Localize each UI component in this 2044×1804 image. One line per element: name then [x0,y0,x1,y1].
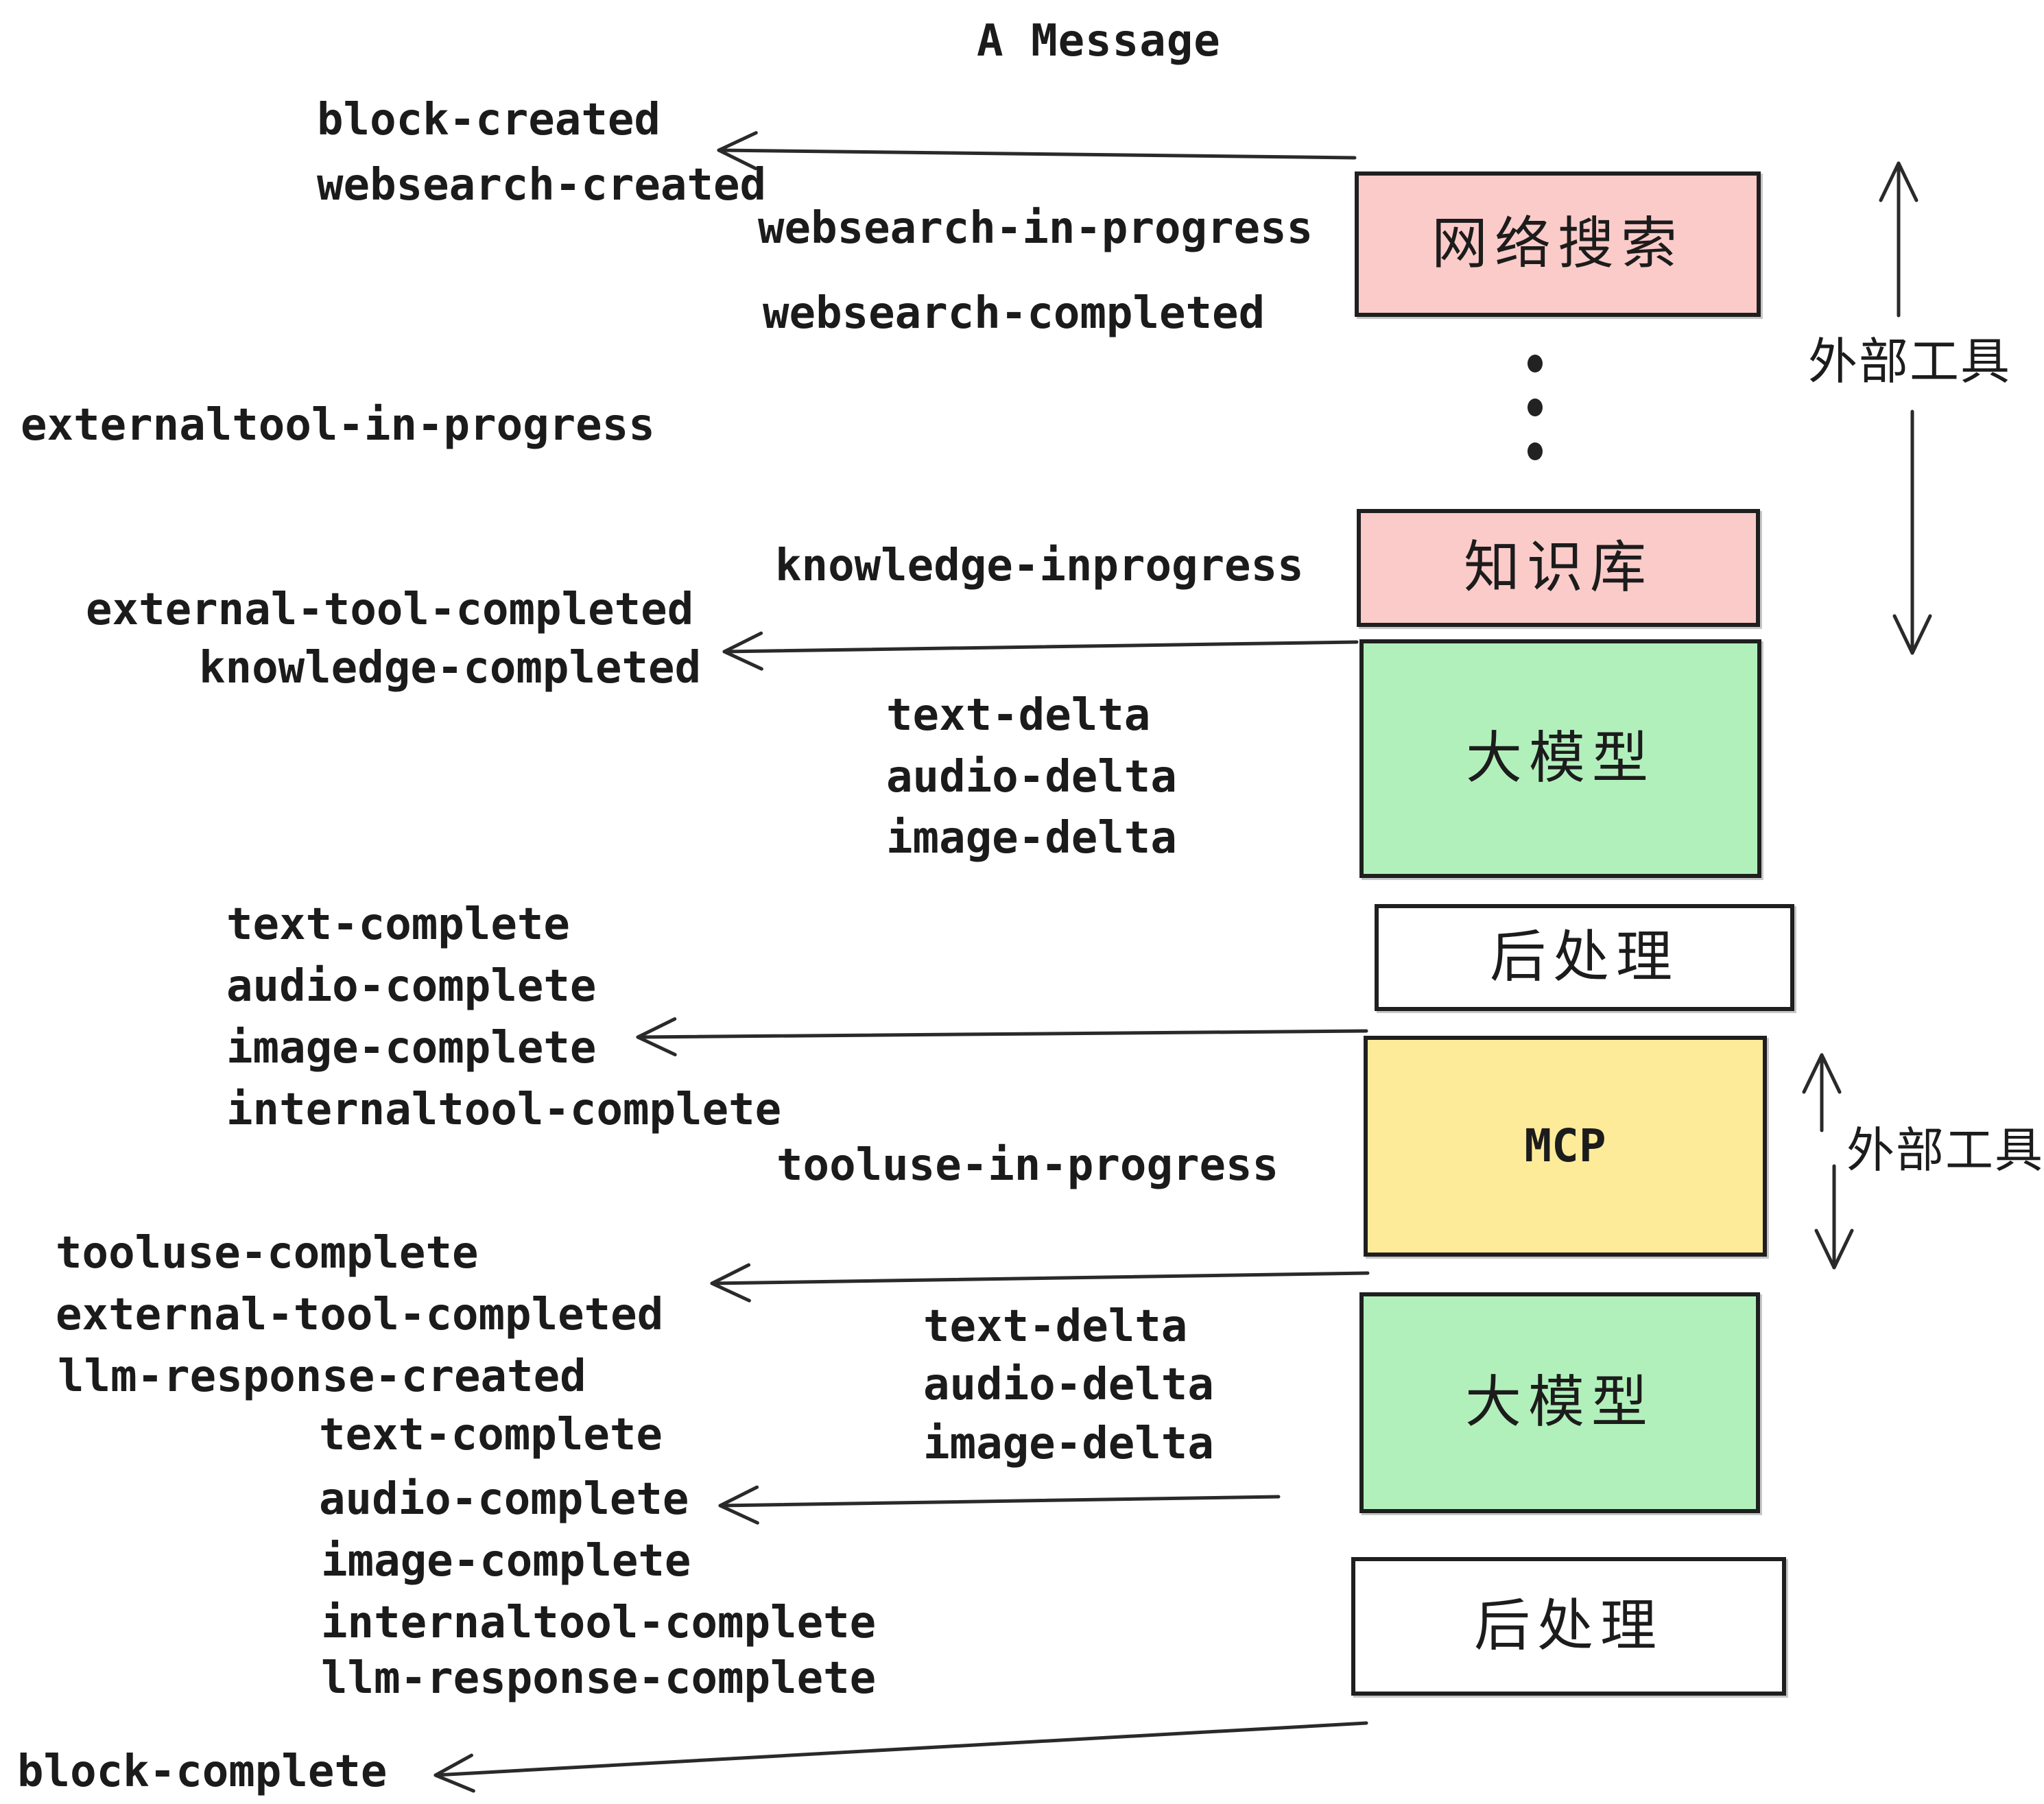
event-external-tool-completed-2: external-tool-completed [56,1290,664,1340]
event-externaltool-in-progress: externaltool-in-progress [21,400,655,451]
event-llm-response-complete: llm-response-complete [321,1653,877,1704]
llm-box-2-label: 大模型 [1464,1371,1654,1434]
event-tooluse-complete: tooluse-complete [56,1228,479,1279]
event-websearch-in-progress: websearch-in-progress [758,203,1314,254]
mcp-box: MCP [1364,1036,1767,1257]
llm-box-2: 大模型 [1359,1292,1760,1513]
event-block-complete: block-complete [17,1746,388,1797]
event-image-complete: image-complete [226,1023,597,1073]
post-process-box-2-label: 后处理 [1473,1595,1663,1657]
event-knowledge-inprogress: knowledge-inprogress [775,541,1304,591]
event-audio-delta: audio-delta [886,752,1177,803]
knowledge-box: 知识库 [1357,509,1760,627]
websearch-box-label: 网络搜索 [1431,213,1684,275]
event-image-delta-2: image-delta [923,1419,1214,1469]
event-internaltool-complete: internaltool-complete [226,1084,782,1135]
arrow-post2-to-block-complete [433,1721,1368,1793]
page-title: A Message [977,16,1221,67]
event-audio-complete-2: audio-complete [319,1474,689,1525]
event-image-delta: image-delta [886,813,1177,864]
llm-box-1: 大模型 [1359,639,1761,878]
external-tool-label-mcp: 外部工具 [1846,1124,2044,1177]
event-text-complete-2: text-complete [319,1410,663,1460]
event-text-complete: text-complete [226,899,570,950]
event-tooluse-in-progress: tooluse-in-progress [776,1140,1279,1191]
arrow-knowledge-to-knowledge-completed [722,631,1359,671]
event-internaltool-complete-2: internaltool-complete [321,1598,877,1648]
event-text-delta: text-delta [886,690,1151,741]
websearch-box: 网络搜索 [1355,171,1761,317]
event-image-complete-2: image-complete [321,1536,691,1587]
event-llm-response-created: llm-response-created [58,1351,586,1402]
external-tool-label-top: 外部工具 [1808,335,2012,390]
event-block-created: block-created [317,95,661,145]
ellipsis-dots [1528,355,1543,460]
arrow-websearch-to-block-created [717,131,1357,171]
event-websearch-completed: websearch-completed [763,288,1265,339]
event-audio-delta-2: audio-delta [923,1360,1214,1410]
arrow-mcp-to-image-complete [636,1017,1368,1057]
post-process-box-1-label: 后处理 [1489,926,1679,988]
event-websearch-created: websearch-created [317,160,767,211]
event-external-tool-completed: external-tool-completed [86,584,694,635]
arrow-llm2-to-audio-complete [718,1485,1281,1525]
event-text-delta-2: text-delta [923,1301,1188,1352]
mcp-box-label: MCP [1524,1119,1606,1172]
event-audio-complete: audio-complete [226,961,597,1012]
event-knowledge-completed: knowledge-completed [199,643,702,693]
knowledge-box-label: 知识库 [1463,536,1653,599]
arrow-mcp-to-tooluse-complete [710,1263,1370,1303]
post-process-box-2: 后处理 [1351,1557,1786,1696]
post-process-box-1: 后处理 [1375,904,1794,1011]
llm-box-1-label: 大模型 [1465,727,1655,790]
